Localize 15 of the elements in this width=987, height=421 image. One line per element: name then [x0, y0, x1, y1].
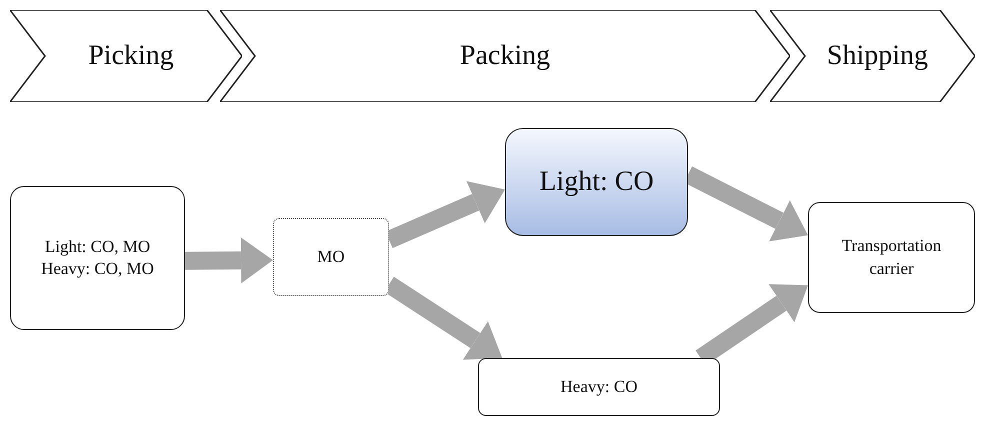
- box-label: Transportation carrier: [840, 235, 942, 280]
- stage-label: Packing: [460, 40, 550, 72]
- box-label: Light: CO: [539, 164, 654, 199]
- process-box: [273, 218, 389, 296]
- box-label: Heavy: CO, MO: [41, 258, 154, 280]
- box-label: Light: CO, MO: [44, 236, 150, 258]
- process-box: [808, 202, 975, 313]
- process-box: [478, 358, 720, 416]
- process-box: [505, 128, 688, 236]
- process-box: [10, 186, 185, 330]
- box-label: Heavy: CO: [560, 376, 638, 398]
- stage-label: Picking: [87, 40, 174, 72]
- arrow: [184, 237, 273, 284]
- box-label: MO: [317, 246, 345, 268]
- stage-label: Shipping: [826, 40, 928, 72]
